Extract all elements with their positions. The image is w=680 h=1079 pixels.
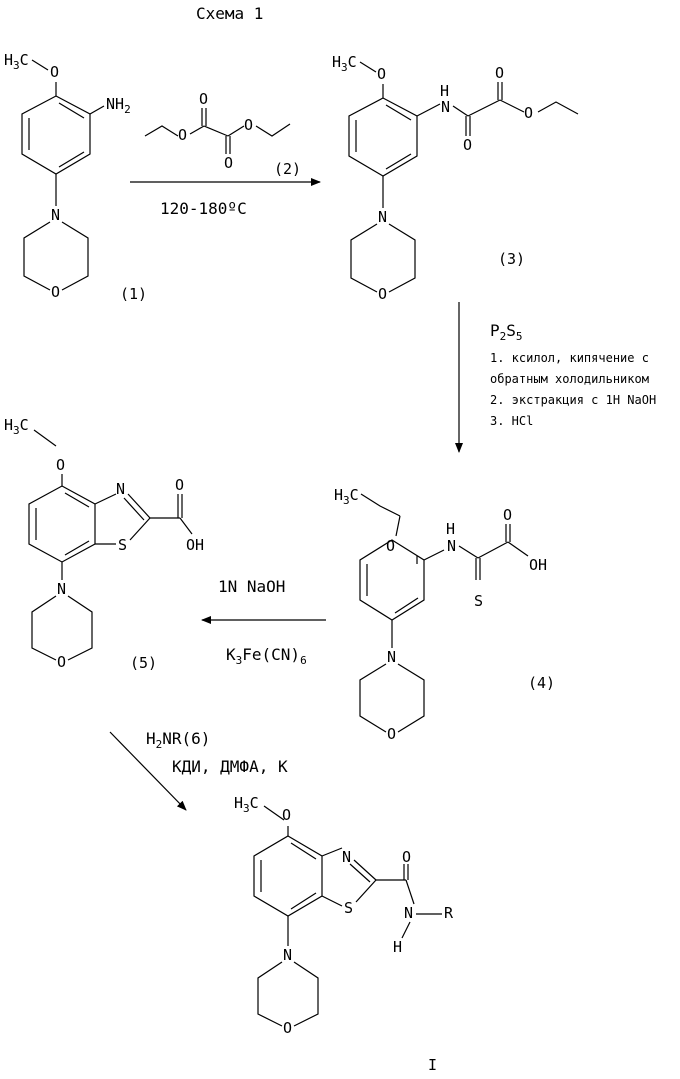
compound-3: H3C O H N O O O N O bbox=[332, 53, 578, 303]
r-group-label: R bbox=[444, 904, 454, 922]
methoxy-o-label: O bbox=[50, 63, 59, 81]
ring-o-label: O bbox=[386, 537, 395, 555]
compound-4: H3C O H N S O OH N O bbox=[334, 486, 547, 743]
label-reagent-2: (2) bbox=[274, 160, 301, 178]
methoxy-o-label: O bbox=[377, 65, 386, 83]
thiazole-n-label: N bbox=[342, 848, 351, 866]
thioamide-n-label: N bbox=[447, 537, 456, 555]
acid-oh-label: OH bbox=[529, 556, 547, 574]
morpholine-o-label: O bbox=[57, 653, 66, 671]
h3c-label: H3C bbox=[334, 486, 359, 507]
label-compound-1: (1) bbox=[120, 285, 147, 303]
thio-s-label: S bbox=[474, 592, 483, 610]
morpholine-n-label: N bbox=[51, 206, 60, 224]
methoxy-o-label: O bbox=[56, 456, 65, 474]
carbonyl-o-top: O bbox=[199, 90, 208, 108]
label-compound-I: I bbox=[428, 1056, 437, 1074]
morpholine-n-label: N bbox=[57, 580, 66, 598]
nh2-label: NH2 bbox=[106, 95, 131, 116]
morpholine-n-label: N bbox=[387, 648, 396, 666]
label-compound-4: (4) bbox=[528, 674, 555, 692]
condition-step-1b: обратным холодильником bbox=[490, 372, 649, 386]
compound-I: H3C O N S O N R H N O bbox=[234, 794, 454, 1037]
amide-o-label: O bbox=[402, 848, 411, 866]
amide-n-label: N bbox=[441, 98, 450, 116]
compound-5: H3C O N S O OH N O bbox=[4, 416, 204, 671]
label-compound-3: (3) bbox=[498, 250, 525, 268]
morpholine-o-label: O bbox=[387, 725, 396, 743]
scheme-title: Схема 1 bbox=[196, 4, 263, 23]
amide-n-label: N bbox=[404, 904, 413, 922]
acid-oh-label: OH bbox=[186, 536, 204, 554]
thiazole-n-label: N bbox=[116, 480, 125, 498]
condition-temperature: 120-180ºC bbox=[160, 199, 247, 218]
morpholine-o-label: O bbox=[51, 283, 60, 301]
h3c-label: H3C bbox=[4, 416, 29, 437]
ester-o-label: O bbox=[524, 104, 533, 122]
reagent-2-diethyl-oxalate: O O O O bbox=[145, 90, 290, 172]
amide-o-label: O bbox=[463, 136, 472, 154]
compound-1: H3C O NH2 N O bbox=[4, 51, 131, 301]
acid-o-label: O bbox=[503, 506, 512, 524]
ester-carbonyl-o-label: O bbox=[495, 64, 504, 82]
morpholine-n-label: N bbox=[378, 208, 387, 226]
ester-o-left: O bbox=[178, 126, 187, 144]
thiazole-s-label: S bbox=[118, 536, 127, 554]
condition-naoh: 1N NaOH bbox=[218, 577, 285, 596]
condition-cdi-dmf: КДИ, ДМФА, К bbox=[172, 757, 288, 776]
carbonyl-o-bottom: O bbox=[224, 154, 233, 172]
morpholine-o-label: O bbox=[378, 285, 387, 303]
thioamide-h-label: H bbox=[446, 520, 455, 538]
label-compound-5: (5) bbox=[130, 654, 157, 672]
morpholine-n-label: N bbox=[283, 946, 292, 964]
condition-step-2: 2. экстракция с 1H NaOH bbox=[490, 393, 656, 407]
amide-h-label: H bbox=[393, 938, 402, 956]
acid-o-label: O bbox=[175, 476, 184, 494]
h3c-label: H3C bbox=[332, 53, 357, 74]
morpholine-o-label: O bbox=[283, 1019, 292, 1037]
h3c-label: H3C bbox=[4, 51, 29, 72]
condition-step-3: 3. HCl bbox=[490, 414, 533, 428]
ester-o-right: O bbox=[244, 116, 253, 134]
h3c-label: H3C bbox=[234, 794, 259, 815]
condition-ferricyanide: K3Fe(CN)6 bbox=[226, 645, 307, 667]
condition-p2s5: P2S5 bbox=[490, 321, 523, 343]
condition-h2nr: H2NR(6) bbox=[146, 729, 210, 751]
thiazole-s-label: S bbox=[344, 899, 353, 917]
condition-step-1a: 1. ксилол, кипячение с bbox=[490, 351, 649, 365]
methoxy-o-label: O bbox=[282, 806, 291, 824]
